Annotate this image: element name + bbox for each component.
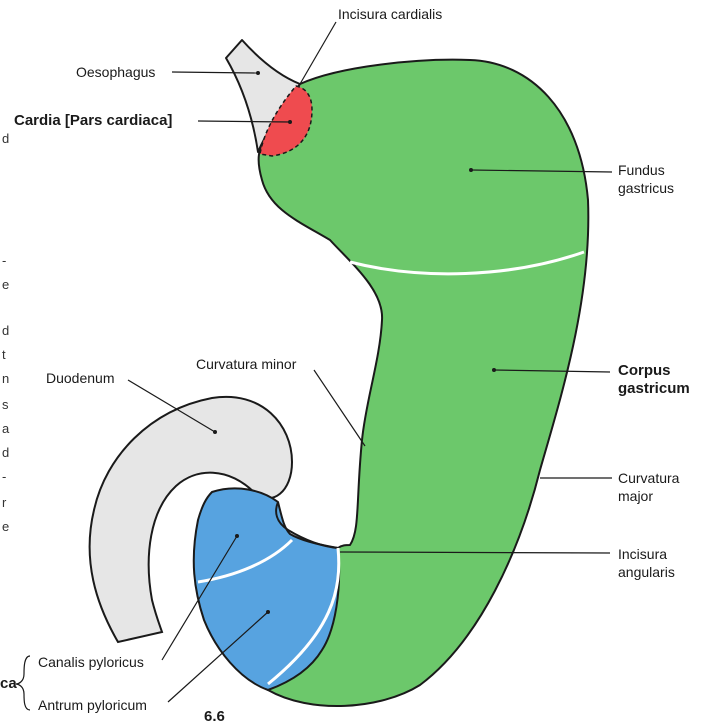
label-incisura-cardialis: Incisura cardialis	[338, 6, 442, 23]
margin-fragment: d	[2, 322, 9, 339]
margin-fragment: d	[2, 444, 9, 461]
dot-canalis	[235, 534, 239, 538]
margin-fragment: s	[2, 396, 9, 413]
margin-fragment: -	[2, 252, 6, 269]
dot-cardia	[288, 120, 292, 124]
label-oesophagus: Oesophagus	[76, 64, 155, 81]
dot-oesophagus	[256, 71, 260, 75]
figure-number: 6.6	[204, 708, 225, 725]
dot-duodenum	[213, 430, 217, 434]
label-corpus-line2: gastricum	[618, 380, 690, 398]
label-fundus-line1: Fundus	[618, 162, 665, 179]
margin-fragment: -	[2, 468, 6, 485]
label-curvatura-minor: Curvatura minor	[196, 356, 296, 373]
dot-antrum	[266, 610, 270, 614]
margin-fragment: d	[2, 130, 9, 147]
margin-fragment: a	[2, 420, 9, 437]
label-duodenum: Duodenum	[46, 370, 115, 387]
leader-curvatura-minor	[314, 370, 365, 446]
margin-fragment: r	[2, 494, 6, 511]
label-pars-pylorica-fragment: ca	[0, 675, 17, 693]
label-corpus-line1: Corpus	[618, 362, 671, 380]
label-cardia: Cardia [Pars cardiaca]	[14, 112, 172, 130]
label-antrum-pyloricum: Antrum pyloricum	[38, 697, 147, 714]
label-incisura-angularis-line1: Incisura	[618, 546, 667, 563]
dot-corpus	[492, 368, 496, 372]
margin-fragment: t	[2, 346, 6, 363]
label-canalis-pyloricus: Canalis pyloricus	[38, 654, 144, 671]
pars-pylorica-brace	[16, 656, 30, 710]
margin-fragment: n	[2, 370, 9, 387]
dot-fundus	[469, 168, 473, 172]
margin-fragment: e	[2, 518, 9, 535]
label-fundus-line2: gastricus	[618, 180, 674, 197]
label-incisura-angularis-line2: angularis	[618, 564, 675, 581]
label-curvatura-major-line2: major	[618, 488, 653, 505]
label-curvatura-major-line1: Curvatura	[618, 470, 679, 487]
margin-fragment: e	[2, 276, 9, 293]
